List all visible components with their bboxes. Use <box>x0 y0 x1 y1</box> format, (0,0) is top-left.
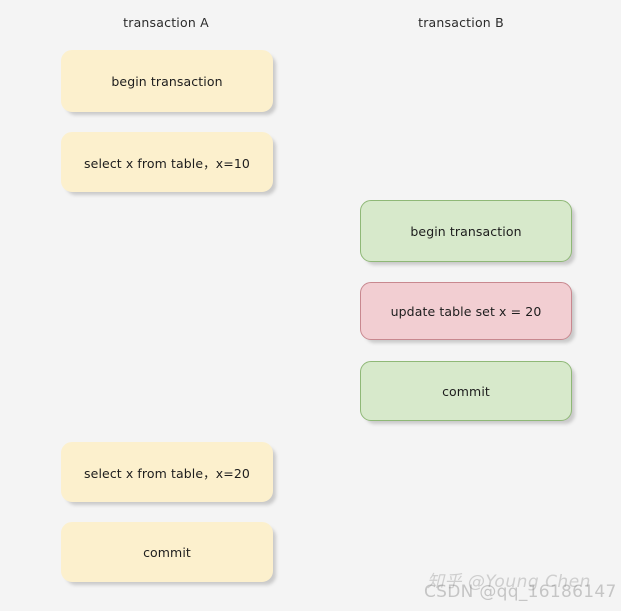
step-box[interactable]: commit <box>360 361 572 421</box>
step-label: select x from table，x=10 <box>84 155 250 171</box>
step-label: commit <box>442 383 490 399</box>
step-label: select x from table，x=20 <box>84 465 250 481</box>
step-label: begin transaction <box>410 223 522 239</box>
step-box[interactable]: select x from table，x=10 <box>61 132 273 192</box>
step-box[interactable]: update table set x = 20 <box>360 282 572 340</box>
step-box[interactable]: select x from table，x=20 <box>61 442 273 502</box>
step-box[interactable]: begin transaction <box>61 50 273 112</box>
step-box[interactable]: commit <box>61 522 273 582</box>
column-header-transaction-b: transaction B <box>418 15 504 30</box>
step-label: update table set x = 20 <box>390 303 542 319</box>
column-header-transaction-a: transaction A <box>123 15 209 30</box>
watermark-zhihu: 知乎 @Young Chen <box>427 572 591 592</box>
watermark-csdn: CSDN @qq_16186147 <box>424 582 617 602</box>
step-box[interactable]: begin transaction <box>360 200 572 262</box>
step-label: begin transaction <box>111 73 223 89</box>
step-label: commit <box>143 544 191 560</box>
